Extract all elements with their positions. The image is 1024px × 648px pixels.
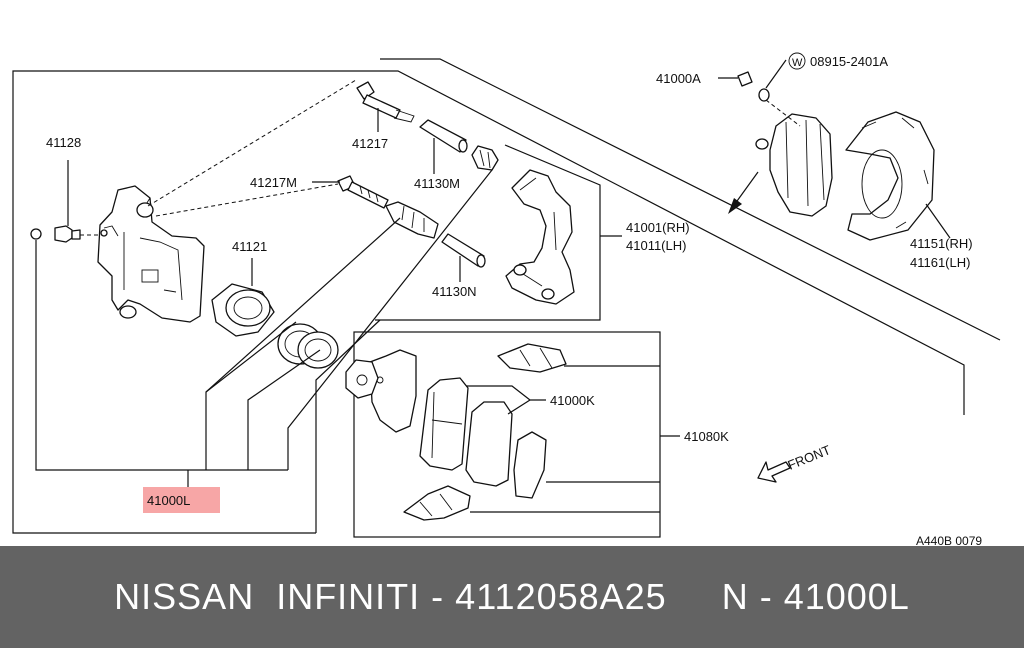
torque-member-drawing	[505, 169, 575, 305]
part-number-caption: NISSAN INFINITI - 4112058A25 N - 41000L	[114, 576, 910, 617]
label-41130m: 41130M	[414, 176, 460, 191]
label-41000l: 41000L	[147, 493, 190, 508]
piston-drawing	[211, 258, 275, 337]
torque-member-box	[375, 144, 601, 321]
pin-boot-mid-drawing	[385, 201, 439, 239]
label-41011: 41011(LH)	[626, 238, 686, 253]
brake-caliper-exploded-diagram: 41128 41217 41217M 41130M 41121 41130N 4…	[12, 52, 1001, 546]
alignment-line-2	[155, 183, 339, 217]
leader-41000k	[466, 385, 546, 401]
frame-top-line	[380, 58, 1001, 341]
leader-seal	[247, 349, 321, 470]
assembly-frame	[12, 70, 965, 534]
label-41161: 41161(LH)	[910, 255, 970, 270]
washer-w-symbol	[788, 52, 806, 70]
label-41128: 41128	[46, 135, 81, 150]
caliper-body-drawing	[97, 185, 205, 323]
leader-bolt-ref	[765, 59, 787, 89]
bleeder-screw-drawing	[30, 160, 108, 243]
pad-wear-clip-bottom-drawing	[403, 485, 471, 521]
dust-shield-drawing	[845, 111, 935, 241]
label-41217: 41217	[352, 136, 388, 151]
mini-bolt-drawing	[718, 71, 801, 127]
leader-41000k-2	[507, 399, 531, 415]
label-41121: 41121	[232, 239, 267, 254]
label-diagram-code: A440B 0079	[916, 534, 982, 546]
leader-41000l	[35, 240, 288, 471]
brake-pad-outer-drawing	[465, 401, 513, 487]
label-41080k: 41080K	[684, 429, 729, 444]
anti-squeal-shim-drawing	[345, 359, 379, 399]
highlight-41000l	[143, 487, 220, 513]
guide-pin-top-drawing	[419, 119, 468, 153]
leader-pin	[287, 169, 493, 470]
label-41217m: 41217M	[250, 175, 297, 190]
label-08915-2401a: 08915-2401A	[810, 54, 888, 69]
pin-bolt-top-drawing	[356, 81, 415, 123]
brake-pad-inner-drawing	[419, 377, 469, 471]
front-arrow-icon	[757, 461, 791, 483]
label-41130n: 41130N	[432, 284, 477, 299]
label-w: W	[792, 57, 803, 69]
direction-arrow-drawing	[728, 171, 759, 214]
pad-kit-box	[353, 331, 661, 538]
label-41000a: 41000A	[656, 71, 701, 86]
leader-boot	[205, 217, 401, 393]
mini-caliper-drawing	[755, 113, 833, 217]
pad-spring-drawing	[513, 431, 547, 499]
pad-shim-outer-drawing	[369, 349, 417, 433]
pin-bolt-mid-drawing	[337, 175, 389, 209]
label-41000k: 41000K	[550, 393, 595, 408]
label-41001: 41001(RH)	[626, 220, 690, 235]
pin-boot-top-drawing	[471, 145, 499, 171]
guide-pin-bottom-drawing	[441, 233, 486, 268]
label-front: FRONT	[786, 442, 833, 473]
label-41151: 41151(RH)	[910, 236, 973, 251]
pad-wear-clip-top-drawing	[497, 343, 567, 373]
alignment-line-1	[147, 79, 357, 207]
leader-41151	[925, 203, 951, 239]
part-info-footer: NISSAN INFINITI - 4112058A25 N - 41000L	[0, 546, 1024, 648]
piston-seal-drawing	[277, 323, 339, 369]
leader-padkit-outer	[315, 319, 381, 533]
